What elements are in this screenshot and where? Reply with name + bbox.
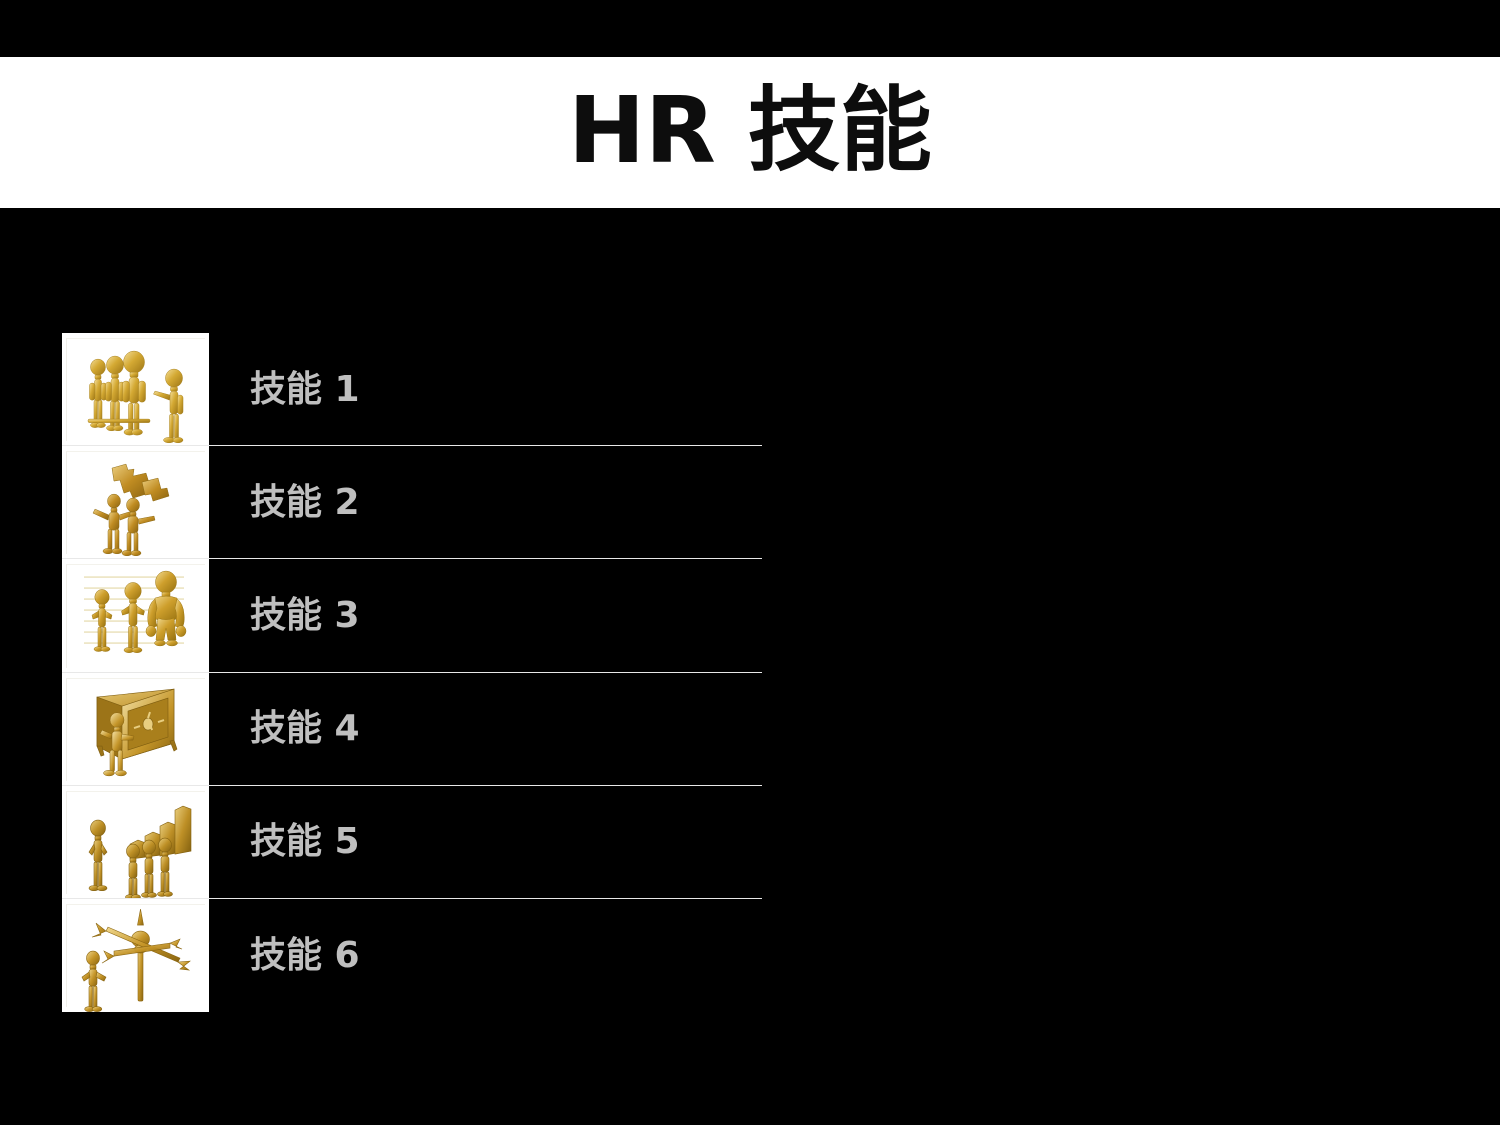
thumbnail-5[interactable]	[62, 785, 209, 899]
thumbnail-2[interactable]	[62, 446, 209, 560]
row-separator	[62, 445, 762, 447]
thumbnail-1[interactable]	[62, 333, 209, 447]
row-separator	[62, 558, 762, 560]
golden-figure-weathervane-direction-icon	[81, 908, 191, 1012]
golden-figures-growth-strength-icon	[84, 571, 187, 654]
row-separator	[62, 897, 762, 899]
list-item-label: 技能 4	[250, 708, 360, 750]
list-item[interactable]: 技能 6	[62, 898, 762, 1013]
list-item-label: 技能 1	[250, 368, 360, 410]
list-item[interactable]: 技能 4	[62, 672, 762, 786]
row-separator	[62, 784, 762, 786]
list-item-label: 技能 6	[250, 934, 360, 976]
thumbnail-6[interactable]	[62, 898, 209, 1013]
golden-figure-safe-vault-icon	[96, 688, 178, 776]
list-item-label: 技能 5	[250, 821, 360, 863]
list-item[interactable]: 技能 1	[62, 333, 762, 447]
list-item[interactable]: 技能 3	[62, 559, 762, 673]
row-separator	[62, 671, 762, 673]
golden-figures-puzzle-pieces-icon	[92, 463, 170, 557]
golden-figure-bar-chart-icon	[88, 805, 192, 899]
page-title: HR 技能	[568, 76, 932, 184]
golden-figures-idea-lightbulb-icon	[87, 350, 184, 444]
thumbnail-3[interactable]	[62, 559, 209, 673]
thumbnail-4[interactable]	[62, 672, 209, 786]
list-item-label: 技能 3	[250, 594, 360, 636]
list-item-label: 技能 2	[250, 481, 360, 523]
list-item[interactable]: 技能 2	[62, 446, 762, 560]
list-item[interactable]: 技能 5	[62, 785, 762, 899]
skills-list: 技能 1	[62, 333, 762, 1013]
title-banner: HR 技能	[0, 57, 1500, 208]
